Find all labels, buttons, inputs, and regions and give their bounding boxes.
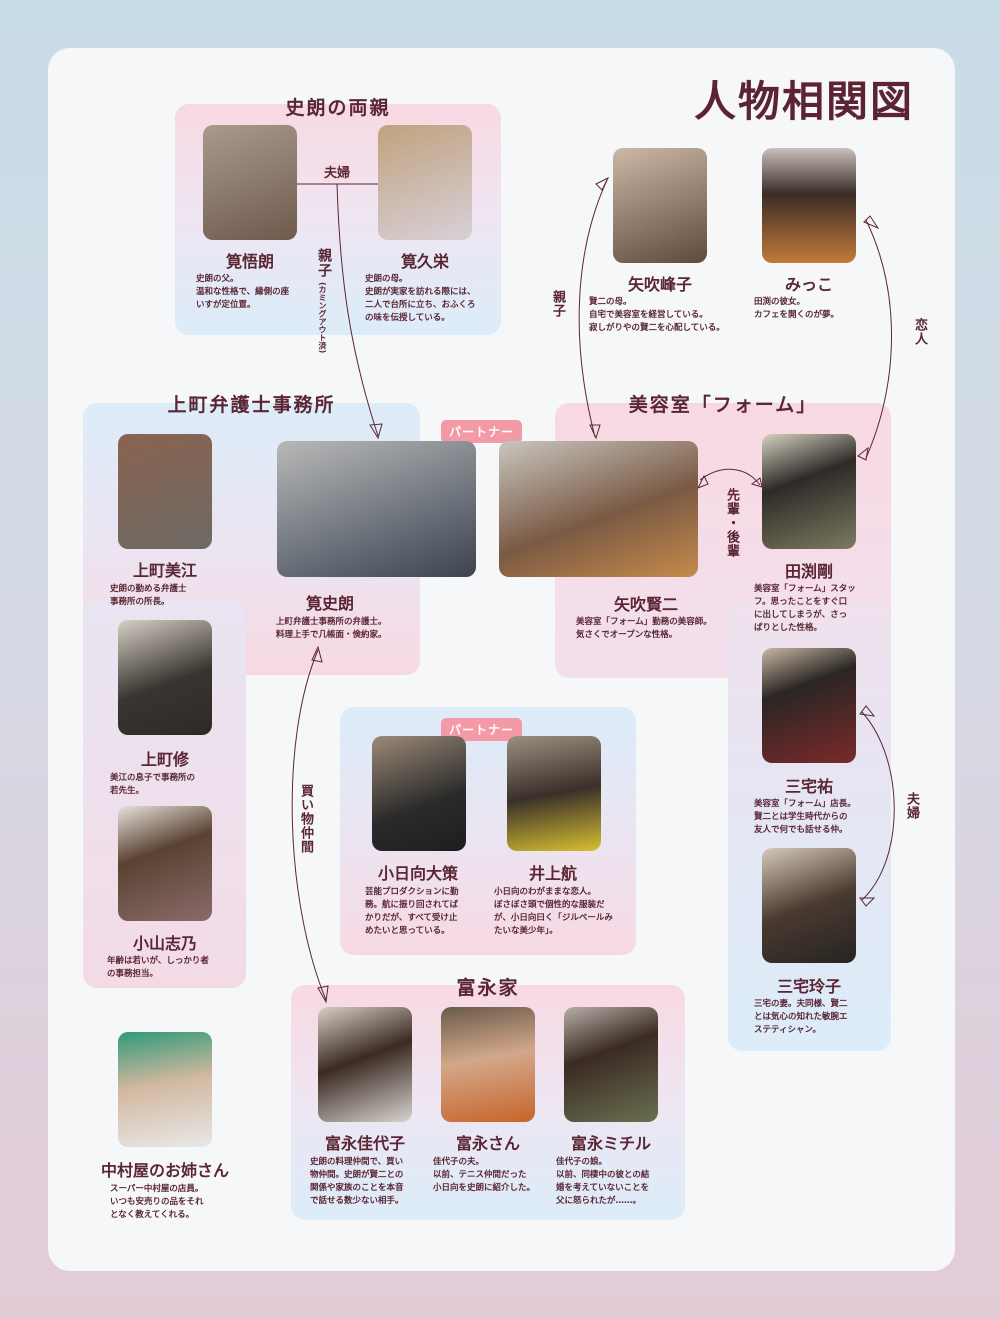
- photo-shiro: [277, 441, 476, 577]
- photo-kenji: [499, 441, 698, 577]
- name-tominaga: 富永さん: [455, 1134, 520, 1153]
- name-nakamura: 中村屋のお姉さん: [100, 1161, 229, 1180]
- photo-mineko: [613, 148, 707, 263]
- photo-hisae: [378, 125, 472, 240]
- desc-mie: 史朗の勤める弁護士 事務所の所長。: [110, 584, 187, 607]
- relation-label-parent-child-shiro: 親子: [316, 248, 332, 278]
- name-wataru: 井上航: [528, 864, 577, 883]
- name-reiko: 三宅玲子: [776, 977, 841, 996]
- photo-mie: [118, 434, 212, 549]
- desc-mineko: 賢二の母。 自宅で美容室を経営している。 寂しがりやの賢二を心配している。: [589, 297, 725, 333]
- relation-label-shopping: 買い物仲間: [298, 784, 313, 854]
- desc-shino: 年齢は若いが、しっかり者 の事務担当。: [107, 956, 209, 979]
- name-kayoko: 富永佳代子: [324, 1134, 405, 1153]
- desc-michiru: 佳代子の娘。 以前、同棲中の彼との結 婚を考えていないことを 父に怒られたが………: [556, 1157, 650, 1206]
- desc-osamu: 美江の息子で事務所の 若先生。: [110, 773, 196, 796]
- desc-shiro: 上町弁護士事務所の弁護士。 料理上手で几帳面・倹約家。: [276, 617, 387, 640]
- photo-tabuchi: [762, 434, 856, 549]
- photo-reiko: [762, 848, 856, 963]
- desc-wataru: 小日向のわがままな恋人。 ぼさぼさ頭で個性的な服装だ が、小日向曰く「ジルベール…: [494, 887, 613, 936]
- relation-label-senpai-kohai: 先輩・後輩: [724, 488, 739, 558]
- page-title: 人物相関図: [694, 77, 915, 126]
- photo-mikko: [762, 148, 856, 263]
- desc-goro: 史朗の父。 温和な性格で、縁側の座 いすが定位置。: [196, 274, 290, 310]
- group-title-parents: 史朗の両親: [285, 97, 391, 119]
- name-michiru: 富永ミチル: [570, 1134, 651, 1153]
- partner-badge-main: パートナー: [441, 420, 523, 443]
- photo-wataru: [507, 736, 601, 851]
- name-goro: 筧悟朗: [225, 252, 274, 271]
- name-mineko: 矢吹峰子: [627, 275, 692, 294]
- relation-label-miyake-couple: 夫婦: [904, 792, 919, 820]
- name-shiro: 筧史朗: [305, 594, 354, 613]
- relation-label-lovers: 恋人: [912, 318, 927, 346]
- desc-kohinata: 芸能プロダクションに勤 務。航に振り回されてば かりだが、すべて受け止 めたいと…: [365, 887, 459, 936]
- name-mikko: みっこ: [784, 275, 833, 294]
- desc-mikko: 田渕の彼女。 カフェを開くのが夢。: [754, 297, 840, 320]
- desc-hisae: 史朗の母。 史朗が実家を訪れる際には、 二人で台所に立ち、おふくろ の味を伝授し…: [365, 274, 476, 323]
- group-title-salon: 美容室「フォーム」: [628, 394, 818, 416]
- photo-michiru: [564, 1007, 658, 1122]
- name-mie: 上町美江: [132, 561, 197, 580]
- name-kenji: 矢吹賢二: [613, 595, 678, 614]
- photo-kohinata: [372, 736, 466, 851]
- photo-kayoko: [318, 1007, 412, 1122]
- photo-shino: [118, 806, 212, 921]
- desc-tabuchi: 美容室「フォーム」スタッ フ。思ったことをすぐ口 に出してしまうが、さっ ぱりと…: [754, 584, 856, 633]
- desc-kayoko: 史朗の料理仲間で、買い 物仲間。史朗が賢二との 関係や家族のことを本音 で話せる…: [310, 1157, 404, 1206]
- name-osamu: 上町修: [140, 750, 189, 769]
- name-hisae: 筧久栄: [400, 252, 449, 271]
- group-title-law-firm: 上町弁護士事務所: [167, 394, 336, 416]
- name-shino: 小山志乃: [132, 934, 197, 953]
- desc-tominaga: 佳代子の夫。 以前、テニス仲間だった 小日向を史朗に紹介した。: [433, 1157, 536, 1193]
- partner-badge-sub: パートナー: [441, 718, 523, 741]
- desc-nakamura: スーパー中村屋の店員。 いつも安売りの品をそれ となく教えてくれる。: [110, 1184, 204, 1220]
- relation-label-parents-couple: 夫婦: [321, 162, 354, 181]
- name-miyake: 三宅祐: [784, 777, 833, 796]
- photo-miyake: [762, 648, 856, 763]
- group-title-tominaga: 富永家: [456, 977, 520, 999]
- name-kohinata: 小日向大策: [377, 864, 458, 883]
- desc-reiko: 三宅の妻。夫同様、賢二 とは気心の知れた敏腕エ ステティシャン。: [754, 999, 848, 1035]
- photo-goro: [203, 125, 297, 240]
- relation-label-parent-child-kenji: 親子: [550, 290, 565, 318]
- relation-note-coming-out: (カミングアウト済): [318, 282, 327, 354]
- name-tabuchi: 田渕剛: [784, 562, 833, 581]
- photo-nakamura: [118, 1032, 212, 1147]
- desc-kenji: 美容室「フォーム」勤務の美容師。 気さくでオープンな性格。: [576, 617, 712, 640]
- desc-miyake: 美容室「フォーム」店長。 賢二とは学生時代からの 友人で何でも話せる仲。: [754, 799, 856, 835]
- photo-tominaga: [441, 1007, 535, 1122]
- photo-osamu: [118, 620, 212, 735]
